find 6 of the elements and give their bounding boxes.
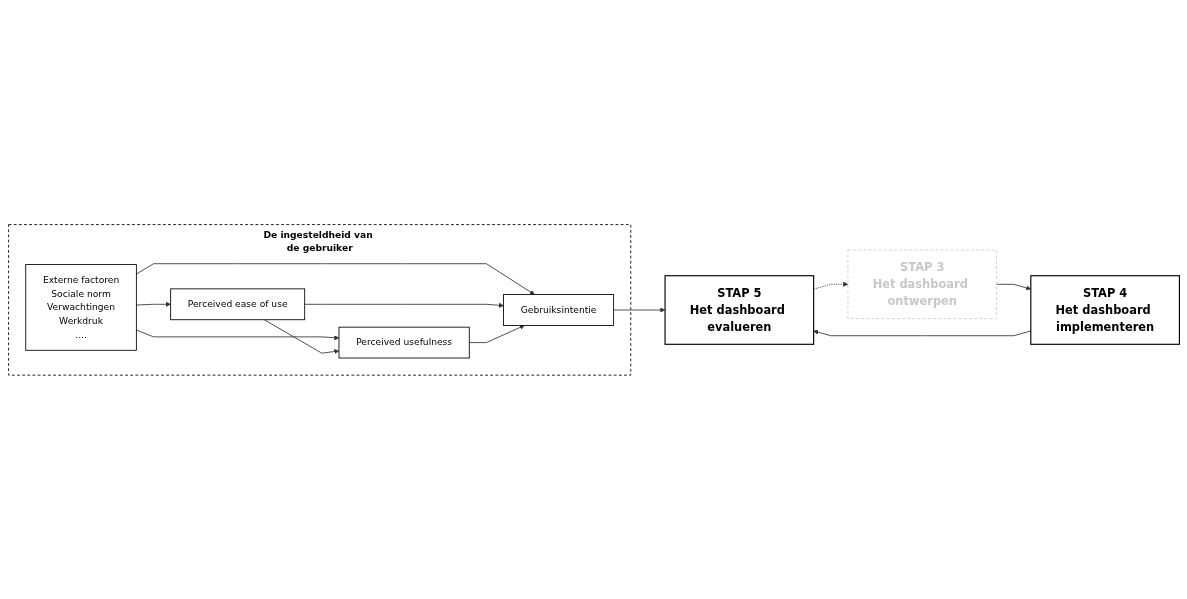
node-box: STAP 4 Het dashboard implementeren <box>1029 274 1180 345</box>
node-box: STAP 5 Het dashboard evalueren <box>664 274 814 345</box>
node-box: Gebruiksintentie <box>502 293 614 326</box>
node-box: Externe factoren Sociale norm Verwachtingen Werkdruk .... <box>24 263 137 351</box>
node-box: Perceived usefulness <box>338 326 470 359</box>
node-box: Perceived ease of use <box>169 288 305 320</box>
